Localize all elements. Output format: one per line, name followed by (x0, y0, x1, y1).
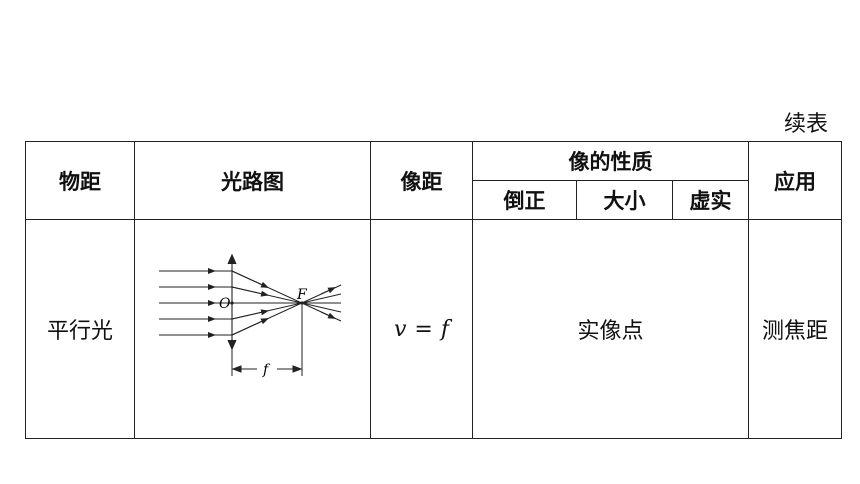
lens-table: 物距 光路图 像距 像的性质 应用 倒正 大小 虚实 平行光 (25, 141, 843, 439)
image-distance-right: f (440, 316, 450, 342)
image-distance-left: v (393, 316, 407, 342)
header-object-distance: 物距 (25, 141, 135, 220)
cell-object-distance: 平行光 (25, 219, 135, 439)
header-ray-diagram: 光路图 (134, 141, 371, 220)
optical-center-dot (230, 301, 234, 305)
header-application: 应用 (748, 141, 843, 220)
header-image-distance: 像距 (370, 141, 473, 220)
continuation-label: 续表 (784, 112, 829, 137)
header-orientation: 倒正 (472, 180, 577, 220)
header-real-virtual: 虚实 (671, 180, 750, 220)
focal-length-label: f (262, 362, 271, 378)
header-image-nature: 像的性质 (471, 141, 750, 181)
optical-center-label: O (219, 296, 231, 312)
focus-label: F (296, 287, 308, 303)
cell-image-distance: v = f (370, 219, 473, 439)
header-size: 大小 (576, 180, 673, 220)
image-distance-op: = (414, 316, 433, 342)
cell-image-nature: 实像点 (471, 219, 750, 439)
refracted-rays (231, 270, 342, 336)
ray-diagram: O F f (159, 253, 342, 379)
cell-ray-diagram: O F f (134, 219, 371, 439)
cell-application: 测焦距 (748, 219, 843, 439)
